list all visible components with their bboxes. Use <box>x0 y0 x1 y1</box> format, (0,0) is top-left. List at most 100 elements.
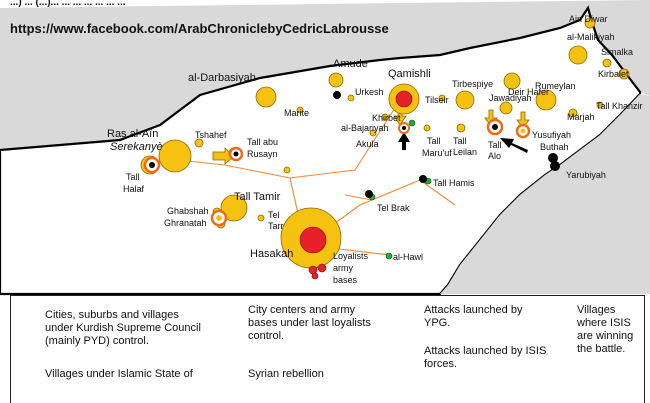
label-tall-halaf-1: Tall <box>126 172 140 182</box>
marker-black-yarubiyah-1 <box>548 153 558 163</box>
label-ain-diwar: Ain Diwar <box>569 14 608 24</box>
marker-black-yarubiyah-2 <box>550 161 560 171</box>
legend-isis-villages-text: Villages under Islamic State of <box>45 368 193 380</box>
label-tilseir: Tilseir <box>425 95 449 105</box>
label-kirbalet: Kirbalet <box>598 69 629 79</box>
marker-khirbet <box>381 113 389 121</box>
marker-black-tel-brak <box>365 190 373 198</box>
marker-tall-khanzir <box>596 101 604 109</box>
marker-black-tall-hamis <box>419 175 427 183</box>
marker-black-amude <box>333 91 341 99</box>
isis-arrow-tall-alo <box>500 138 528 153</box>
legend-kurdish-text: Cities, suburbs and villages under Kurdi… <box>45 309 201 347</box>
marker-marite <box>296 106 304 114</box>
marker-loyalist-base-2 <box>317 263 327 273</box>
label-marjah: Marjah <box>567 112 595 122</box>
legend-panel: Cities, suburbs and villages under Kurdi… <box>10 295 645 403</box>
legend-isis-winning-text: Villages where ISIS are winning the batt… <box>577 304 634 355</box>
label-amude: Amude <box>333 58 368 70</box>
label-tall-maruf-2: Maru'uf <box>422 148 452 158</box>
label-tall-halaf-2: Halaf <box>123 184 145 194</box>
marker-kirbalet <box>618 68 630 80</box>
label-urkesh: Urkesh <box>355 87 384 97</box>
contest-ghabshah-dot <box>216 215 222 221</box>
label-yusufiyah: Yusufiyah <box>532 130 571 140</box>
marker-tall-maruf <box>423 124 431 132</box>
marker-amude <box>328 72 344 88</box>
contest-tall-alo-dot <box>492 124 498 130</box>
marker-hasakah-center <box>299 226 327 254</box>
label-loyalists-3: bases <box>333 275 358 285</box>
marker-tilseir <box>438 94 446 102</box>
isis-markers <box>333 91 560 198</box>
contest-yusufiyah-dot <box>520 128 526 134</box>
header-cutoff-text: ...) ... (...)... ... ... ... ... ... ..… <box>10 0 126 8</box>
marker-khirbet-green <box>408 119 416 127</box>
label-hasakah: Hasakah <box>250 248 293 260</box>
contested-markers <box>143 118 531 227</box>
isis-attack-arrows <box>398 132 528 153</box>
label-tall-hamis: Tall Hamis <box>433 178 475 188</box>
marker-tel-tarr <box>257 214 265 222</box>
legend-isis-attacks-text: Attacks launched by ISIS forces. <box>424 345 547 370</box>
legend-ypg-text: Attacks launched by YPG. <box>424 304 523 329</box>
marker-jawadiyah <box>499 101 513 115</box>
label-tall-abu-rusayn-2: Rusayn <box>247 149 278 159</box>
label-ghabshah: Ghabshah <box>167 206 209 216</box>
marker-urkesh <box>347 94 355 102</box>
label-al-hawl: al-Hawl <box>393 252 423 262</box>
label-jawadiyah: Jawadiyah <box>489 93 532 103</box>
label-rumeylan: Rumeylan <box>535 81 576 91</box>
legend-syrian-rebellion-text: Syrian rebellion <box>248 368 324 380</box>
label-yarubiyah: Yarubiyah <box>566 170 606 180</box>
marker-ras-al-ain <box>158 139 192 173</box>
marker-al-hawl-green <box>385 252 393 260</box>
ypg-arrow-yusufiyah <box>516 111 530 129</box>
marker-rumeylan <box>535 89 557 111</box>
label-ghranatah: Ghranatah <box>164 218 207 228</box>
legend-loyalists-text: City centers and army bases under last l… <box>248 304 371 342</box>
marker-tshahef <box>194 138 204 148</box>
label-simalka: Simalka <box>601 47 633 57</box>
label-deir-hafer: Deir Hafer <box>508 87 549 97</box>
label-tall-alo-2: Alo <box>488 151 501 161</box>
place-labels: Ain Diwar al-Malikiyah Simalka Kirbalet … <box>107 14 643 285</box>
marker-al-darbasiyah <box>255 86 277 108</box>
marker-qamishli-center <box>395 90 413 108</box>
label-butha: Buthah <box>540 142 569 152</box>
marker-al-malikiyah <box>568 45 588 65</box>
label-loyalists-2: army <box>333 263 353 273</box>
label-tall-khanzir: Tall Khanzir <box>596 101 643 111</box>
marker-akula <box>369 129 377 137</box>
label-tall-tamir: Tall Tamir <box>234 191 281 203</box>
marker-loyalist-base-3 <box>311 272 319 280</box>
label-al-bajariyah: al-Bajariyah <box>341 123 389 133</box>
label-al-darbasiyah: al-Darbasiyah <box>188 72 256 84</box>
contest-khirbet-dot <box>402 126 406 130</box>
label-al-malikiyah: al-Malikiyah <box>567 32 615 42</box>
label-marite: Marite <box>284 108 309 118</box>
label-tel-tarr-1: Tel <box>268 210 280 220</box>
marker-tirbespiye <box>455 90 475 110</box>
label-tall-alo-1: Tall <box>488 140 502 150</box>
marker-deir-hafer <box>503 72 521 90</box>
label-serekaniye: Serekanyè <box>110 141 163 153</box>
turkey-region <box>0 0 650 150</box>
label-tall-leilan-1: Tall <box>453 136 467 146</box>
marker-tall-tamir <box>220 194 248 222</box>
label-tel-brak: Tel Brak <box>377 203 410 213</box>
loyalist-markers <box>299 90 413 280</box>
label-tall-maruf-1: Tall <box>427 136 441 146</box>
source-url: https://www.facebook.com/ArabChronicleby… <box>10 21 389 36</box>
label-tall-abu-rusayn-1: Tall abu <box>247 137 278 147</box>
label-tel-tarr-2: Tarr <box>268 221 284 231</box>
label-ras-al-ain: Ras al-Aïn <box>107 128 158 140</box>
label-khirbet: Khirbet <box>372 113 401 123</box>
label-loyalists-1: Loyalists <box>333 251 369 261</box>
marker-small-1 <box>283 166 291 174</box>
label-qamishli: Qamishli <box>388 68 431 80</box>
label-tirbespiye: Tirbespiye <box>452 79 493 89</box>
label-tshahef: Tshahef <box>195 130 227 140</box>
marker-simalka <box>602 58 612 68</box>
isis-arrow-akula <box>398 132 410 150</box>
